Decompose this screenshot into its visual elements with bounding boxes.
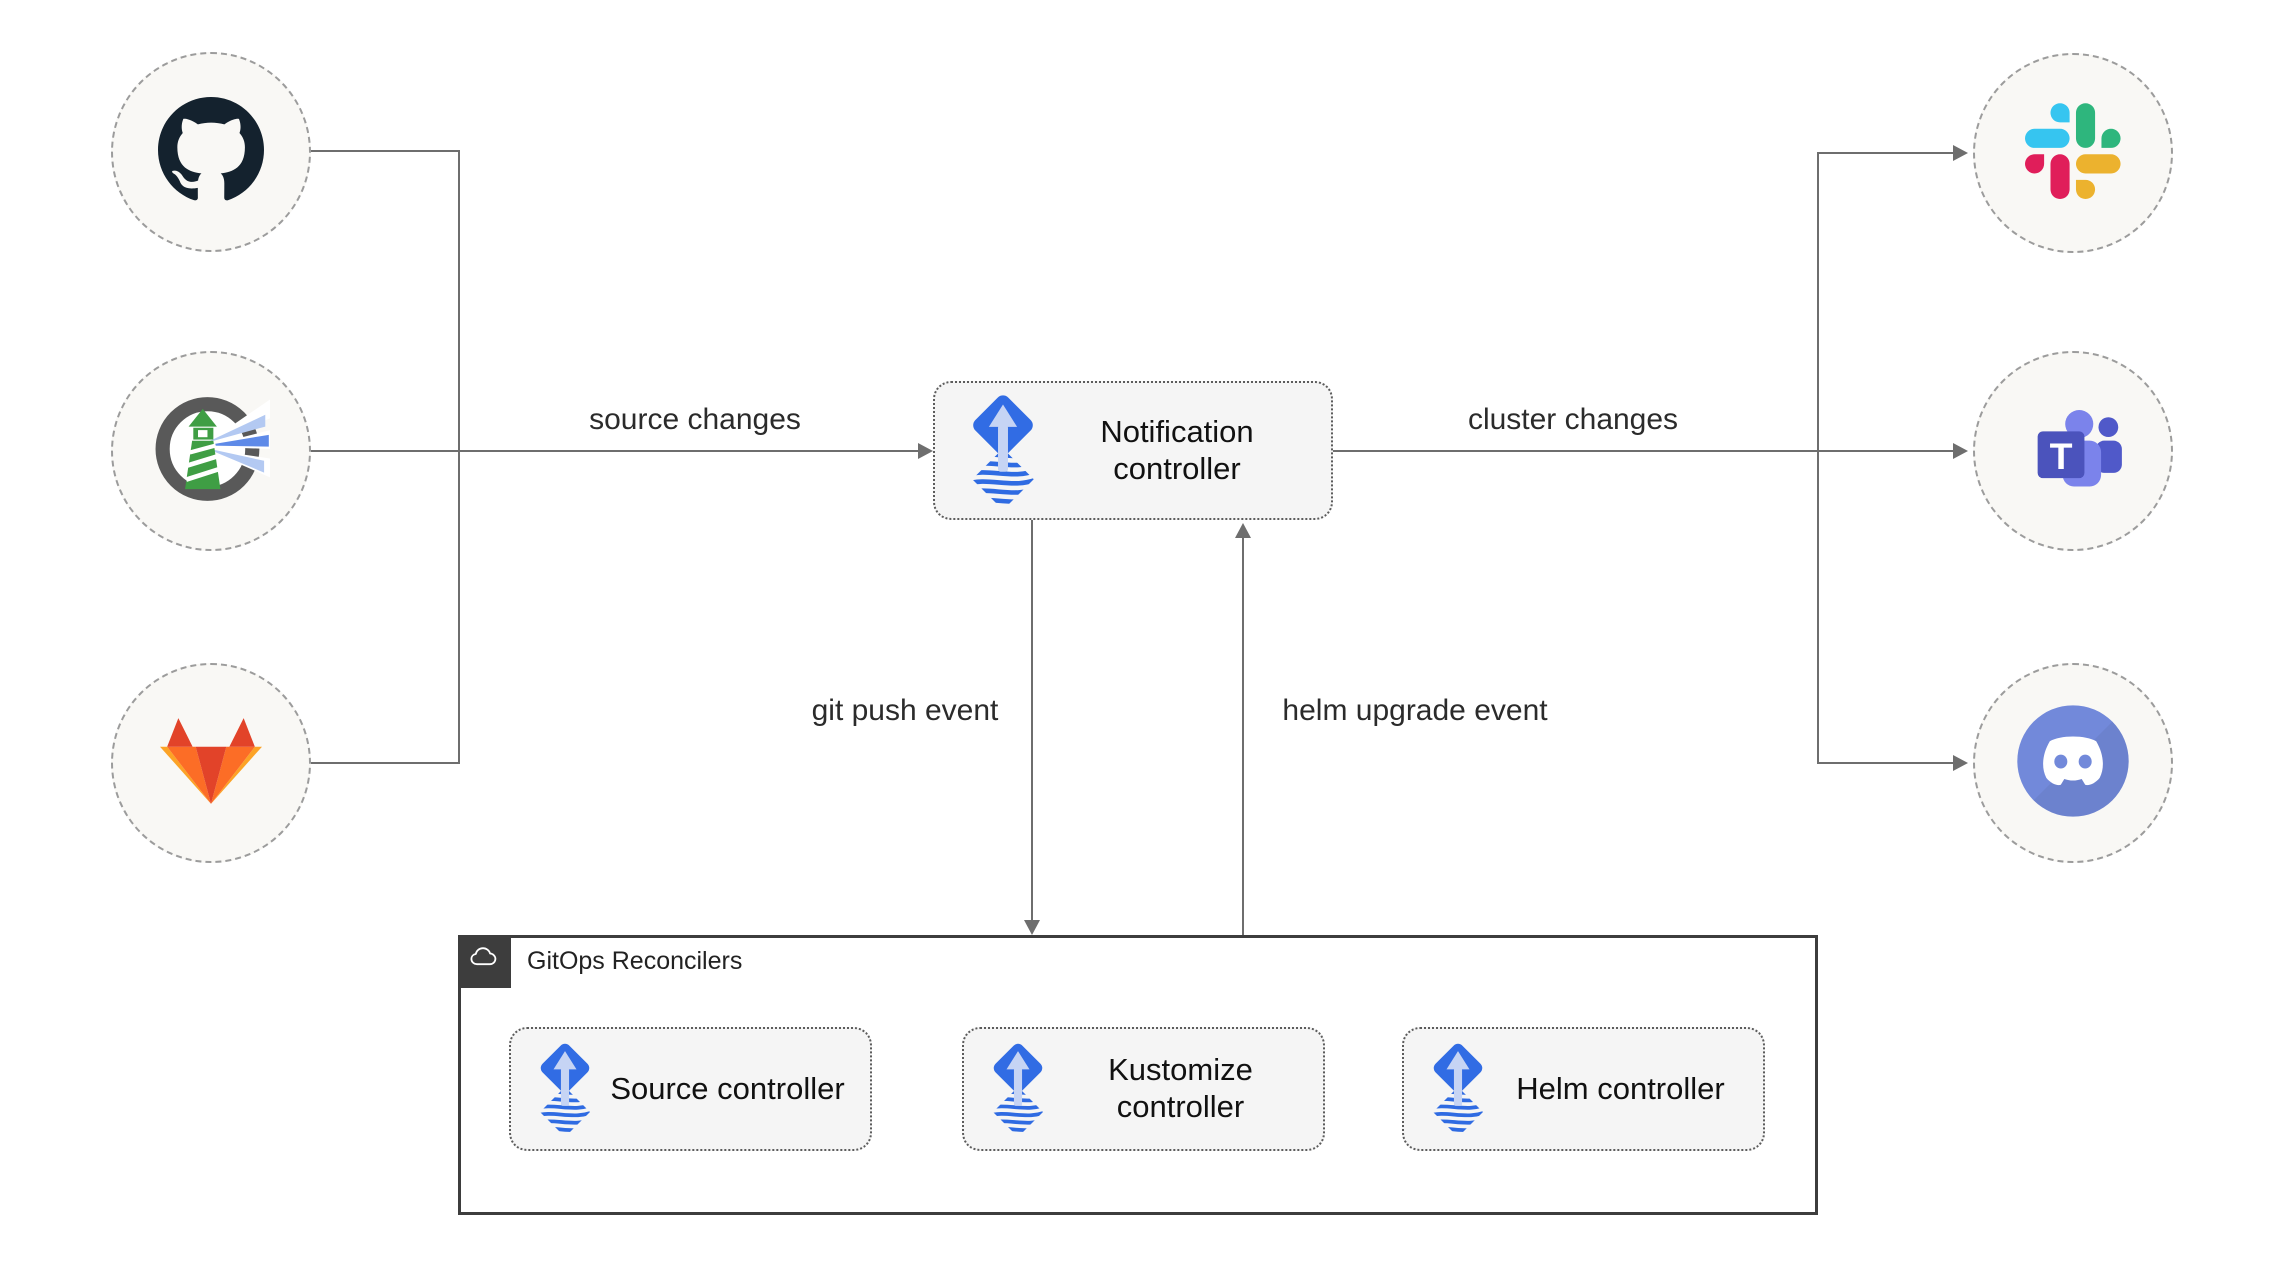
group-label: GitOps Reconcilers: [527, 947, 743, 975]
edge-helm-upgrade-line: [1242, 537, 1244, 935]
endpoint-discord: [1973, 663, 2173, 863]
node-label: Source controller: [610, 1070, 845, 1106]
node-helm-controller: Helm controller: [1402, 1027, 1765, 1151]
edge-bus-to-discord: [1818, 762, 1954, 764]
edge-github-to-bus: [311, 150, 459, 152]
endpoint-slack: [1973, 53, 2173, 253]
teams-icon: T: [2021, 397, 2125, 506]
svg-text:T: T: [2050, 434, 2073, 476]
node-label: Helm controller: [1516, 1070, 1725, 1106]
arrowhead-into-slack: [1953, 145, 1968, 161]
arrowhead-into-teams: [1953, 443, 1968, 459]
edge-label-cluster-changes: cluster changes: [1467, 403, 1679, 436]
flux-icon: [1424, 1041, 1492, 1137]
arrowhead-into-discord: [1953, 755, 1968, 771]
edge-bus-to-slack: [1818, 152, 1954, 154]
group-header-tile: [458, 935, 511, 988]
arrowhead-into-gitops-box: [1024, 920, 1040, 935]
flux-icon: [984, 1041, 1052, 1137]
node-notification-controller: Notification controller: [933, 381, 1333, 520]
edge-source-changes-line: [311, 450, 919, 452]
cloud-icon: [465, 939, 505, 984]
endpoint-gitlab: [111, 663, 311, 863]
discord-icon: [2015, 703, 2131, 824]
node-kustomize-controller: Kustomize controller: [962, 1027, 1325, 1151]
edge-label-helm-upgrade-event: helm upgrade event: [1282, 694, 1548, 727]
node-source-controller: Source controller: [509, 1027, 872, 1151]
gitlab-icon: [160, 715, 262, 812]
slack-icon: [2025, 102, 2121, 204]
flux-icon: [531, 1041, 599, 1137]
arrowhead-into-notification: [918, 443, 933, 459]
endpoint-github: [111, 52, 311, 252]
edge-right-bus: [1817, 152, 1819, 764]
edge-label-source-changes: source changes: [589, 403, 801, 436]
github-icon: [158, 96, 264, 208]
edge-left-bus: [458, 150, 460, 764]
endpoint-teams: T: [1973, 351, 2173, 551]
edge-cluster-changes-line: [1333, 450, 1954, 452]
harbor-icon: [152, 390, 270, 513]
node-label: Kustomize controller: [1108, 1052, 1253, 1124]
flux-icon: [961, 392, 1045, 510]
edge-label-git-push-event: git push event: [811, 694, 999, 727]
edge-git-push-line: [1031, 520, 1033, 921]
edge-gitlab-to-bus: [311, 762, 459, 764]
node-label: Notification controller: [1100, 413, 1254, 486]
endpoint-harbor: [111, 351, 311, 551]
arrowhead-into-notification-bottom: [1235, 523, 1251, 538]
